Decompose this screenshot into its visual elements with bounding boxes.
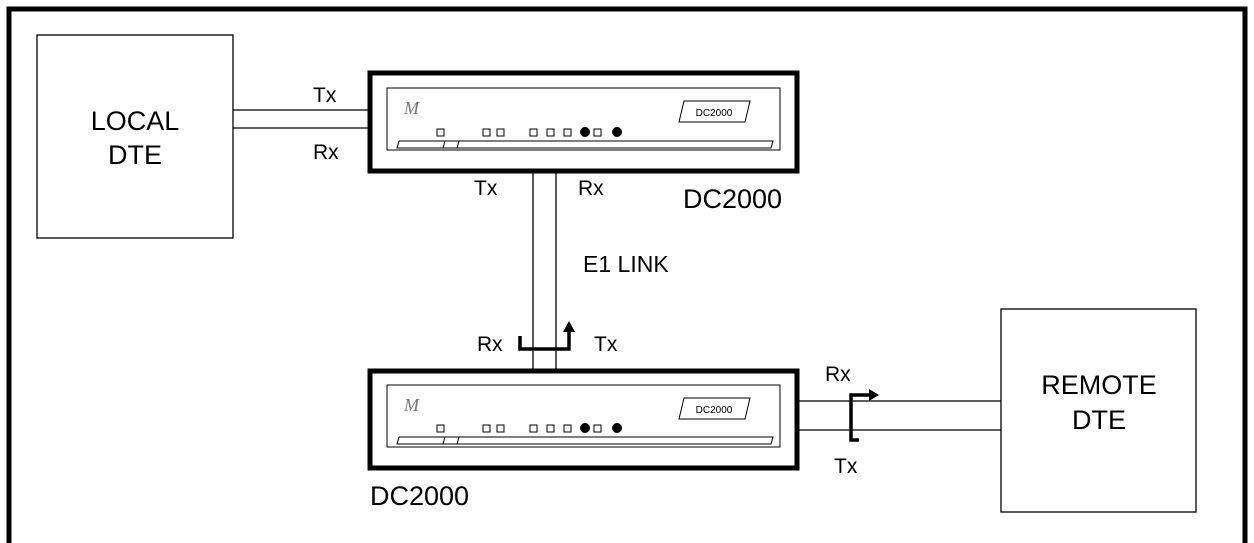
local-badge: DC2000 (678, 100, 751, 123)
remote-led-row (436, 423, 622, 433)
local-dte-rx-label: Rx (313, 141, 339, 164)
remote-link-tx-label: Tx (594, 333, 618, 356)
remote-dte-rx-label: Rx (825, 363, 851, 386)
remote-front-strip (396, 436, 774, 445)
remote-link-rx-label: Rx (477, 333, 503, 356)
local-led-8 (593, 128, 602, 137)
local-led-row (436, 127, 622, 137)
local-led-6 (563, 128, 572, 137)
local-dte-tx-label: Tx (313, 84, 337, 107)
remote-led-3 (496, 424, 505, 433)
remote-logo-icon: M (403, 395, 420, 415)
local-led-2 (482, 128, 491, 137)
remote-led-1 (436, 424, 445, 433)
local-dte-label-line2: DTE (108, 140, 162, 170)
remote-badge: DC2000 (678, 397, 751, 420)
remote-led-4 (529, 424, 538, 433)
remote-dte-tx-label: Tx (834, 455, 858, 478)
local-dc2000-unit: M DC2000 (367, 70, 800, 174)
e1-link-label: E1 LINK (583, 251, 669, 277)
remote-badge-text: DC2000 (696, 405, 733, 416)
dte-loopback-arrowhead (869, 389, 879, 401)
remote-led-7 (580, 423, 590, 433)
remote-led-6 (563, 424, 572, 433)
remote-dte-label-line1: REMOTE (1041, 370, 1157, 400)
remote-led-8 (593, 424, 602, 433)
local-dte-box: LOCAL DTE (36, 34, 234, 239)
remote-led-9 (612, 423, 622, 433)
remote-dc2000-name: DC2000 (370, 481, 469, 511)
remote-led-5 (546, 424, 555, 433)
remote-led-2 (482, 424, 491, 433)
local-led-3 (496, 128, 505, 137)
e1-loopback-arrowhead (563, 321, 575, 332)
local-badge-text: DC2000 (696, 108, 733, 119)
local-link-rx-label: Rx (578, 177, 604, 200)
local-link-tx-label: Tx (474, 177, 498, 200)
e1-loopback-path (518, 332, 571, 351)
local-led-9 (612, 127, 622, 137)
local-led-7 (580, 127, 590, 137)
local-led-1 (436, 128, 445, 137)
dte-loopback-path (849, 393, 869, 442)
local-front-strip (396, 140, 774, 149)
local-led-5 (546, 128, 555, 137)
local-logo-icon: M (403, 98, 420, 118)
diagram-frame (6, 6, 1248, 543)
remote-dte-label-line2: DTE (1072, 405, 1126, 435)
local-dc2000-name: DC2000 (683, 184, 782, 214)
local-dte-label-line1: LOCAL (91, 106, 180, 136)
local-led-4 (529, 128, 538, 137)
remote-dc2000-unit: M DC2000 (367, 368, 800, 471)
remote-dte-box: REMOTE DTE (1000, 308, 1197, 513)
